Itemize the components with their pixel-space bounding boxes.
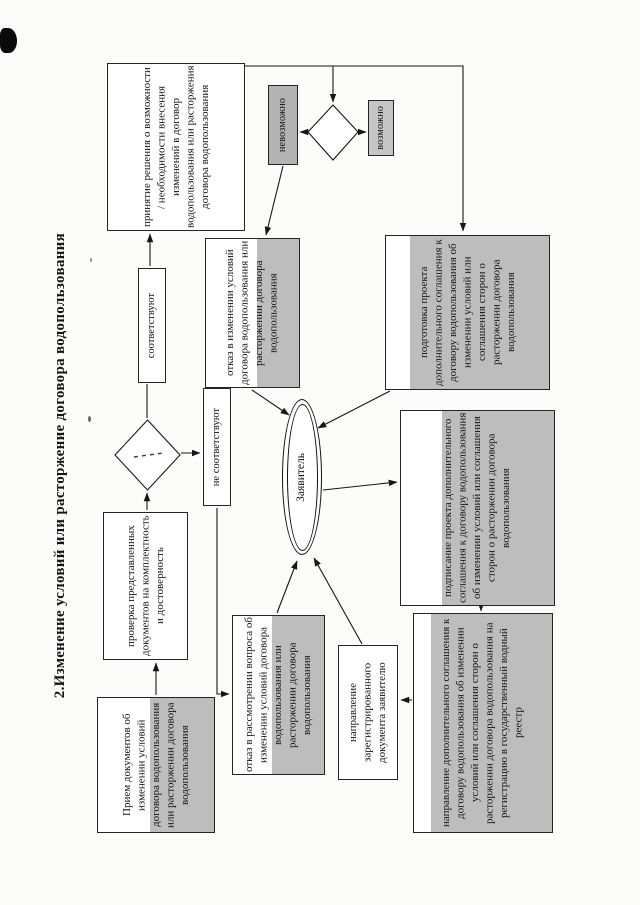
shade-overlay (410, 236, 549, 389)
scan-artifact-speck (90, 258, 92, 262)
applicant-label: Заявитель (295, 452, 308, 502)
arrow-sending-document-to-applicant (313, 557, 363, 645)
shade-overlay (430, 614, 552, 832)
node-reception-label: Прием документов об изменении условий до… (120, 702, 191, 828)
label-not-complies: не соответствуют (203, 388, 231, 506)
node-refusal-change: отказ в изменении условий договора водоп… (205, 238, 300, 388)
node-refusal-consideration: отказ в рассмотрении вопроса об изменени… (232, 615, 325, 775)
scan-artifact-speck (88, 416, 91, 422)
arrow-refusal-consideration-to-applicant (276, 560, 298, 614)
scan-artifact-dashes (133, 452, 164, 458)
label-possible: возможно (368, 100, 394, 156)
node-sending-registration: направление дополнительного соглашения к… (413, 613, 553, 833)
decision-diamond-documents (114, 419, 181, 491)
label-not-complies-text: не соответствуют (211, 407, 223, 487)
node-signing-label: подписание проекта дополнительного согла… (442, 412, 513, 604)
shade-overlay (150, 698, 214, 832)
label-impossible: невозможно (268, 85, 298, 165)
label-impossible-text: невозможно (277, 97, 289, 153)
arrow-draft-to-applicant (317, 390, 391, 429)
arrow-not-complies-to-refusal-consideration (216, 508, 230, 698)
applicant-terminator-inner: Заявитель (286, 403, 318, 551)
decision-diamonds (114, 104, 359, 491)
label-possible-text: возможно (375, 106, 387, 150)
applicant-terminator: Заявитель (282, 399, 322, 555)
arrow-refusal-change-to-applicant (251, 389, 290, 416)
shade-overlay (257, 239, 299, 387)
node-review-label: проверка представленных документов на ко… (124, 515, 166, 657)
node-draft-preparation: подготовка проекта дополнительного согла… (385, 235, 550, 390)
node-refusal-consideration-label: отказ в рассмотрении вопроса об изменени… (243, 617, 314, 773)
flowchart-title-block: 2.Изменение условий или расторжение дого… (44, 226, 76, 706)
flowchart-title: 2.Изменение условий или расторжение дого… (51, 233, 68, 699)
node-decision-making-label: принятие решения о возможности / необход… (140, 65, 211, 229)
arrow-impossible-to-refusal-change (264, 165, 284, 236)
node-sending-document-label: направление зарегистрированного документ… (347, 662, 389, 763)
node-decision-making: принятие решения о возможности / необход… (107, 63, 245, 231)
shade-overlay (272, 616, 324, 774)
node-sending-registration-label: направление дополнительного соглашения к… (440, 618, 526, 828)
node-signing: подписание проекта дополнительного согла… (400, 410, 555, 606)
node-review: проверка представленных документов на ко… (103, 512, 188, 660)
decision-diamond-possibility (307, 104, 359, 161)
node-draft-preparation-label: подготовка проекта дополнительного согла… (417, 239, 517, 386)
arrow-applicant-to-signing (322, 479, 398, 491)
node-refusal-change-label: отказ в изменении условий договора водоп… (224, 240, 281, 386)
label-complies: соответствуют (138, 268, 166, 383)
scan-artifact-blob (0, 28, 17, 53)
label-complies-text: соответствуют (146, 292, 158, 359)
node-sending-document: направление зарегистрированного документ… (338, 645, 398, 780)
shade-overlay (442, 411, 554, 605)
node-reception: Прием документов об изменении условий до… (97, 697, 215, 833)
